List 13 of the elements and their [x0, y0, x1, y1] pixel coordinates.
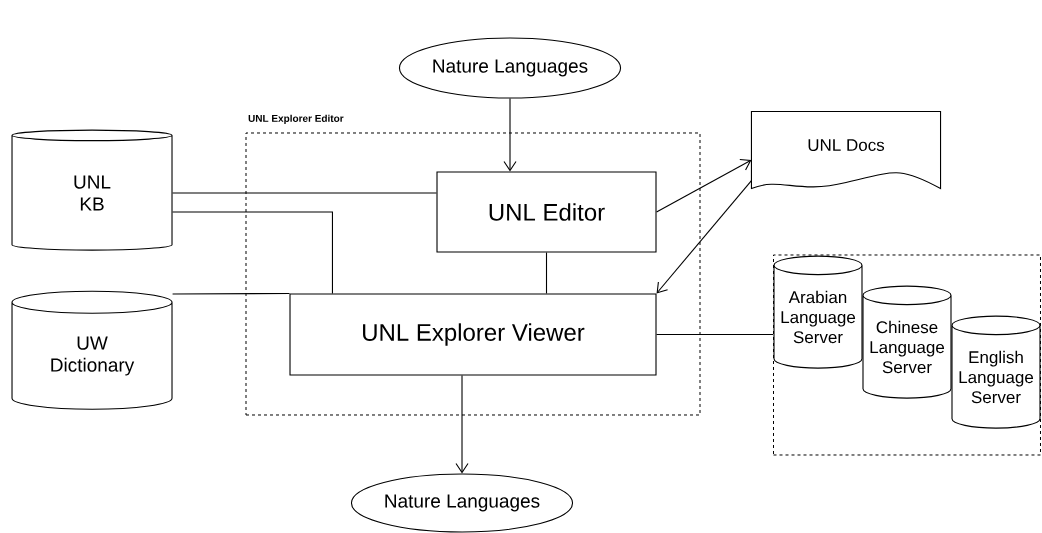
- arrow: [656, 180, 752, 294]
- database-cylinder: UNL KB: [11, 129, 173, 251]
- arrow: [656, 159, 752, 213]
- arrow: [503, 98, 517, 172]
- database-cylinder: Chinese Language Server: [862, 285, 952, 399]
- frame-title: UNL Explorer Editor: [248, 114, 344, 124]
- database-cylinder: English Language Server: [951, 315, 1041, 429]
- process-box: UNL Explorer Viewer: [289, 293, 657, 376]
- database-cylinder: Arabian Language Server: [773, 255, 863, 369]
- dashed-frame: [773, 254, 1041, 456]
- process-box: UNL Editor: [436, 171, 657, 253]
- database-cylinder: UW Dictionary: [11, 290, 173, 410]
- arrow: [455, 375, 469, 474]
